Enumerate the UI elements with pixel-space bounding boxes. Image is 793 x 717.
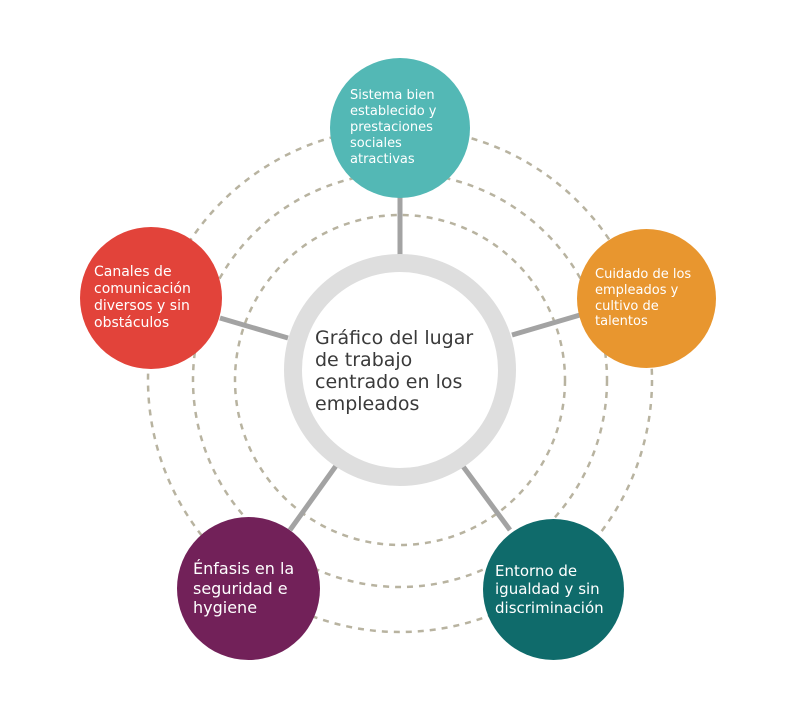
connector-right	[511, 312, 581, 338]
node-right: Cuidado de los empleados y cultivo de ta…	[577, 229, 716, 368]
center-label: Gráfico del lugar de trabajo centrado en…	[315, 327, 474, 415]
node-bottom-left-label: Énfasis en la seguridad e hygiene	[193, 559, 295, 618]
connector-left	[219, 315, 289, 341]
dashed-ring-inner	[233, 213, 567, 547]
center-ring	[284, 254, 516, 486]
node-bottom-right-label: Entorno de igualdad y sin discriminación	[495, 562, 604, 617]
connector-bottom-left	[287, 461, 341, 532]
node-left-label: Canales de comunicación diversos y sin o…	[94, 263, 191, 332]
node-bottom-left: Énfasis en la seguridad e hygiene	[177, 517, 320, 660]
node-left: Canales de comunicación diversos y sin o…	[80, 227, 222, 369]
node-top-label: Sistema bien establecido y prestaciones …	[350, 88, 437, 167]
dashed-ring-outer	[146, 126, 654, 634]
connector-bottom-right	[459, 463, 513, 532]
node-right-label: Cuidado de los empleados y cultivo de ta…	[595, 266, 692, 330]
node-bottom-right: Entorno de igualdad y sin discriminación	[483, 519, 624, 660]
node-top: Sistema bien establecido y prestaciones …	[330, 58, 470, 198]
